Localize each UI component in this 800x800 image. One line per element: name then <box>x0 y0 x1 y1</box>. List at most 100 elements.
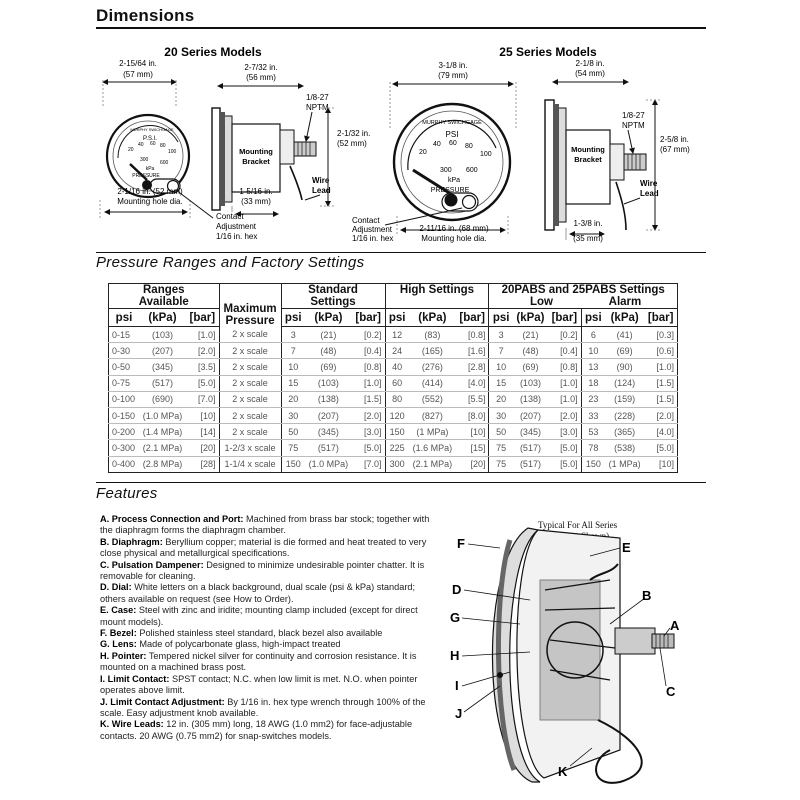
table-cell: 78 <box>580 439 606 457</box>
s25-wire-b: Lead <box>640 189 659 198</box>
feature-text: Made of polycarbonate glass, high-impact… <box>136 639 341 650</box>
table-cell: 13 <box>580 358 606 376</box>
table-cell: 2 x scale <box>218 342 282 360</box>
ranges-rule <box>96 252 706 253</box>
feature-text: By 1/16 in. hex type wrench through 100%… <box>100 696 426 718</box>
table-cell: (124) <box>605 375 645 392</box>
cutaway-drawing: F E D B G A H C I J K <box>450 527 680 784</box>
table-cell: [20] <box>470 459 486 470</box>
table-cell: 225 <box>384 439 409 457</box>
s20-dial-40: 40 <box>138 142 144 148</box>
table-cell: 6 <box>580 326 606 344</box>
table-cell: 18 <box>580 375 606 392</box>
feature-label: E. Case: <box>100 605 137 616</box>
s20-nptm-b: NPTM <box>306 103 329 112</box>
table-cell: (103) <box>304 375 352 392</box>
table-cell: (1 MPa) <box>608 459 641 470</box>
feature-label: D. Dial: <box>100 582 132 593</box>
series20-drawing: 20 Series Models 2-15/64 in. (57 mm) MUR… <box>99 45 370 241</box>
table-cell: (90) <box>605 358 645 376</box>
s25-width-in: 3-1/8 in. <box>439 61 468 70</box>
table-cell: [3.0] <box>351 423 385 441</box>
table-cell: 23 <box>580 391 606 408</box>
table-cell: (1.0 MPa) <box>138 407 186 425</box>
ranges-section-title: Pressure Ranges and Factory Settings <box>96 254 365 271</box>
table-cell: 0-30 <box>108 342 139 360</box>
s25-contact-c: 1/16 in. hex <box>352 234 393 243</box>
feature-text: Polished stainless steel standard, black… <box>136 628 383 639</box>
table-cell: (21) <box>512 326 549 344</box>
feature-item: F. Bezel: Polished stainless steel stand… <box>100 628 430 639</box>
s20-dial-100: 100 <box>168 149 177 155</box>
table-cell: [1.0] <box>351 375 385 392</box>
table-cell: [15] <box>455 439 489 457</box>
feature-label: C. Pulsation Dampener: <box>100 559 204 570</box>
table-cell: (41) <box>605 326 645 344</box>
feature-text: 12 in. (305 mm) long, 18 AWG (1.0 mm2) f… <box>100 719 413 741</box>
table-cell: (517) <box>304 439 352 457</box>
table-cell: [5.0] <box>351 439 385 457</box>
table-cell: [2.0] <box>644 407 678 425</box>
table-cell: [1.5] <box>644 391 678 408</box>
s20-dial-20: 20 <box>128 147 134 153</box>
s20-bdepth-in: 1-5/16 in. <box>239 187 272 196</box>
s20-bracket-a: Mounting <box>239 147 273 156</box>
s20-contact-a: Contact <box>216 212 244 221</box>
table-cell: (159) <box>605 391 645 408</box>
feature-label: F. Bezel: <box>100 628 137 639</box>
series20-title: 20 Series Models <box>164 45 262 59</box>
table-cell: 150 <box>384 423 409 441</box>
feature-text: White letters on a black background, dua… <box>100 582 416 604</box>
table-cell: 20 <box>488 391 513 408</box>
table-cell: [0.8] <box>455 326 489 344</box>
table-cell: 60 <box>384 375 409 392</box>
table-cell: 10 <box>488 358 513 376</box>
page-title: Dimensions <box>96 6 195 25</box>
s25-side-bezel <box>544 99 555 231</box>
s25-dial-brand: MURPHY SWICHGAGE <box>422 120 482 126</box>
table-cell: [2.0] <box>548 407 582 425</box>
s25-contact-knob <box>461 194 477 210</box>
table-cell: 0-300 <box>108 439 139 457</box>
table-cell: [3.5] <box>185 358 220 376</box>
diaphragm-shape <box>546 621 604 679</box>
wire-lead-shape <box>595 719 643 784</box>
table-cell: 12 <box>384 326 409 344</box>
s25-depth-in: 2-1/8 in. <box>576 59 605 68</box>
units-row: psi(kPa)[bar] psi(kPa)[bar] psi(kPa)[bar… <box>108 308 678 327</box>
table-cell: (103) <box>512 375 549 392</box>
table-cell: [1.5] <box>351 391 385 408</box>
s25-dial-20: 20 <box>419 149 427 156</box>
table-cell: [0.8] <box>548 358 582 376</box>
table-cell: (414) <box>408 375 456 392</box>
s25-mounting-bracket <box>565 129 611 205</box>
s20-height-in: 2-1/32 in. <box>337 129 370 138</box>
s20-dial-60: 60 <box>150 141 156 147</box>
table-cell: 40 <box>384 358 409 376</box>
table-cell: (207) <box>138 342 186 360</box>
features-list: A. Process Connection and Port: Machined… <box>100 514 430 742</box>
table-cell: 0-200 <box>108 423 139 441</box>
table-cell: [20] <box>185 439 220 457</box>
table-cell: 0-400 <box>112 459 136 470</box>
table-cell: (69) <box>304 358 352 376</box>
feature-item: J. Limit Contact Adjustment: By 1/16 in.… <box>100 697 430 720</box>
table-cell: (517) <box>512 439 549 457</box>
table-cell: [2.8] <box>455 358 489 376</box>
cutaway-label-e: E <box>622 540 631 555</box>
features-title: Features <box>96 485 158 502</box>
table-cell: [5.0] <box>644 439 678 457</box>
table-cell: 150 <box>280 456 305 473</box>
table-cell: (207) <box>304 407 352 425</box>
table-cell: 2 x scale <box>218 423 282 441</box>
table-cell: [0.3] <box>644 326 678 344</box>
table-cell: [0.8] <box>351 358 385 376</box>
cutaway-label-g: G <box>450 610 460 625</box>
table-cell: 75 <box>488 439 513 457</box>
